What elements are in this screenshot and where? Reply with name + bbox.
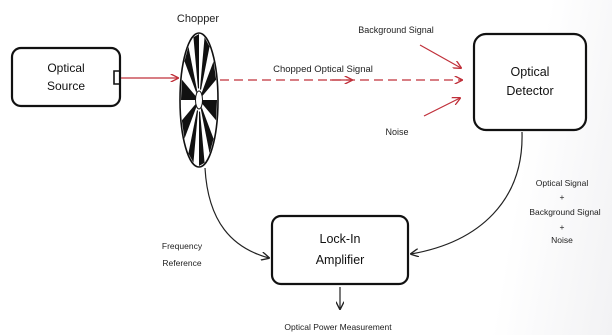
chopper-blade [200, 106, 214, 154]
chopper-label: Chopper [177, 13, 220, 25]
chopper-blade [199, 111, 205, 166]
optical-source-label-line2: Source [47, 79, 85, 93]
detector-output-plus1: + [560, 192, 565, 202]
chopper-blade [201, 61, 217, 97]
optical-detector-box: Optical Detector [472, 32, 588, 132]
optical-source-box: Optical Source [10, 46, 122, 108]
chopper-blade [181, 103, 197, 139]
detector-to-amplifier-arrow [411, 131, 523, 254]
optical-power-measurement-label: Optical Power Measurement [284, 322, 392, 332]
detector-output-label: Optical Signal + Background Signal + Noi… [529, 178, 600, 245]
lock-in-amplifier-label-line1: Lock-In [320, 232, 361, 246]
background-signal-arrow [419, 44, 461, 68]
frequency-reference-line2: Reference [162, 258, 201, 268]
chopper-wheel-icon [179, 32, 219, 168]
chopper-blade [188, 109, 198, 163]
chopper-blade [193, 34, 199, 89]
background-signal-label: Background Signal [358, 25, 434, 35]
lock-in-amplifier-box: Lock-In Amplifier [270, 214, 410, 286]
chopper-blade [202, 100, 217, 121]
chopper-blade [181, 79, 196, 100]
chopper-hub [195, 90, 203, 110]
detector-output-line2: Background Signal [529, 207, 600, 217]
noise-label: Noise [385, 127, 408, 137]
frequency-reference-arrow [204, 167, 269, 258]
detector-output-line3: Noise [551, 235, 573, 245]
frequency-reference-line1: Frequency [162, 241, 203, 251]
chopped-signal-label: Chopped Optical Signal [273, 64, 373, 75]
optical-source-label-line1: Optical [47, 61, 84, 75]
detector-output-line1: Optical Signal [536, 178, 589, 188]
noise-arrow [423, 98, 460, 117]
chopper-blade [200, 37, 210, 91]
detector-output-plus2: + [560, 222, 565, 232]
optical-detector-label-line2: Detector [506, 84, 553, 98]
lock-in-amplifier-label-line2: Amplifier [316, 253, 365, 267]
optical-detector-label-line1: Optical [511, 65, 550, 79]
chopper-blade [184, 46, 198, 94]
